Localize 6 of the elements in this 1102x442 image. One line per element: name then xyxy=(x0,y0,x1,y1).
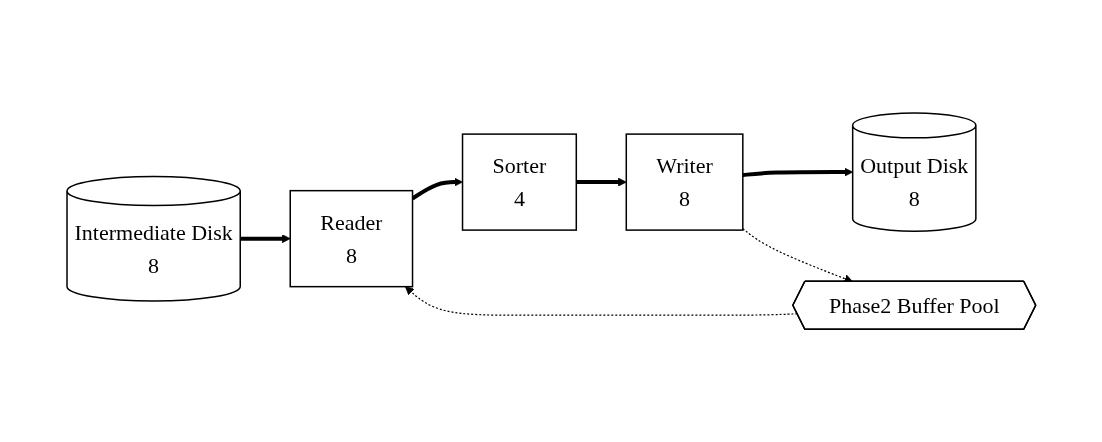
node-box: Writer 8 xyxy=(625,133,744,231)
arrow xyxy=(741,227,853,283)
node-box: Sorter 4 xyxy=(461,133,577,231)
arrow xyxy=(239,234,291,243)
node-box: Reader 8 xyxy=(289,189,413,288)
arrow xyxy=(742,167,853,177)
